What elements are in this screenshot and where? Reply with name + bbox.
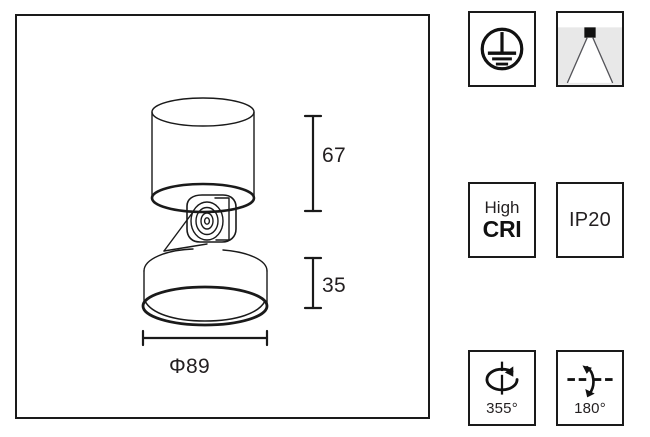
horizontal-rotation-icon: [485, 361, 519, 395]
joint-pivot-ring-inner: [200, 212, 214, 230]
joint-bracket: [214, 197, 230, 241]
icon-box-horizontal-rotation: 355°: [468, 350, 536, 426]
product-drawing: [141, 97, 323, 347]
icon-box-ip-rating: IP20: [556, 182, 624, 258]
joint-pivot-ring-mid: [195, 206, 219, 236]
surface-mount-beam-icon: [558, 13, 622, 85]
joint-pivot-ring-outer: [190, 201, 224, 241]
feature-icon-grid: High CRI IP20 355° 180°: [468, 0, 643, 437]
upper-cylinder-top-ellipse: [151, 97, 255, 127]
upper-cylinder-bottom-ellipse: [150, 182, 256, 214]
joint-arm-left: [163, 211, 194, 252]
dimension-label-height-top: 67: [322, 144, 346, 167]
tilt-rotation-caption: 180°: [574, 400, 606, 417]
dimension-label-diameter: Φ89: [169, 355, 211, 378]
icon-box-high-cri: High CRI: [468, 182, 536, 258]
protective-earth-icon: [480, 27, 524, 71]
head-aperture-inner: [144, 300, 266, 322]
icon-box-protective-earth: [468, 11, 536, 87]
high-cri-label-small: High: [484, 197, 520, 217]
drawing-frame: 67 35 Φ89: [15, 14, 430, 419]
icon-box-surface-mount-beam: [556, 11, 624, 87]
joint-arm-lower: [163, 243, 208, 252]
tilt-rotation-icon: [567, 365, 613, 398]
head-top-ellipse-left: [143, 248, 194, 272]
high-cri-label-large: CRI: [482, 216, 522, 243]
dimension-label-height-bottom: 35: [322, 274, 346, 297]
head-top-ellipse-right: [222, 249, 268, 272]
joint-shell-outline: [186, 194, 237, 243]
icon-box-tilt-rotation: 180°: [556, 350, 624, 426]
ip-rating-label: IP20: [569, 208, 611, 231]
head-bottom-rim-outer: [141, 285, 269, 327]
joint-pivot-center: [203, 217, 211, 225]
horizontal-rotation-caption: 355°: [486, 400, 518, 417]
